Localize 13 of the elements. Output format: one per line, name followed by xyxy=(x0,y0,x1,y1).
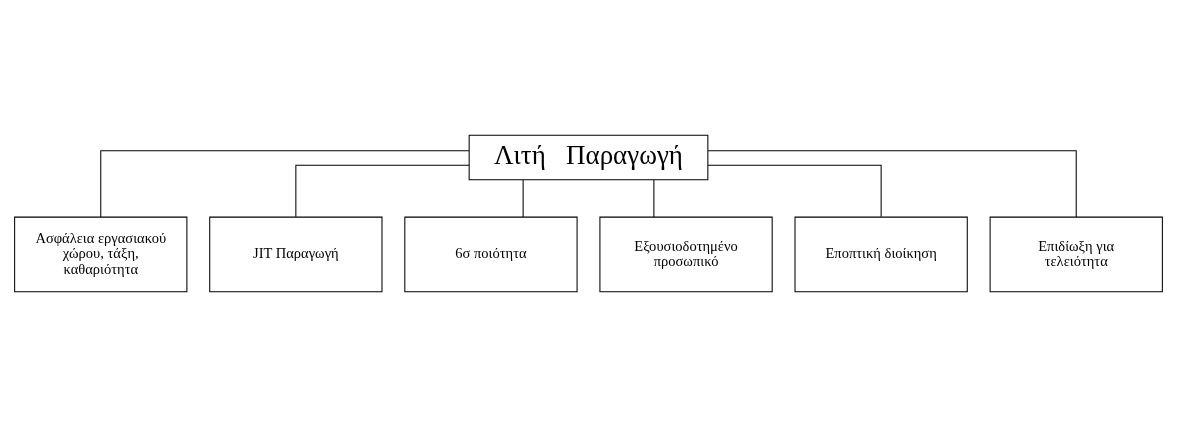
node-box: Επιδίωξη για τελειότητα xyxy=(989,216,1163,293)
node-box: 6σ ποιότητα xyxy=(404,216,578,293)
node-box: Λιτή Παραγωγή xyxy=(468,134,709,181)
connector xyxy=(653,179,655,218)
node-box: Ασφάλεια εργασιακού χώρου, τάξη, καθαριότητα xyxy=(14,216,188,293)
connector xyxy=(522,179,524,218)
connector xyxy=(707,150,1077,218)
connector xyxy=(100,150,470,218)
connector xyxy=(295,164,470,218)
connector xyxy=(707,164,882,218)
node-box: Εξουσιοδοτημένο προσωπικό xyxy=(599,216,773,293)
node-box: JIT Παραγωγή xyxy=(209,216,383,293)
node-box: Εποπτική διοίκηση xyxy=(794,216,968,293)
